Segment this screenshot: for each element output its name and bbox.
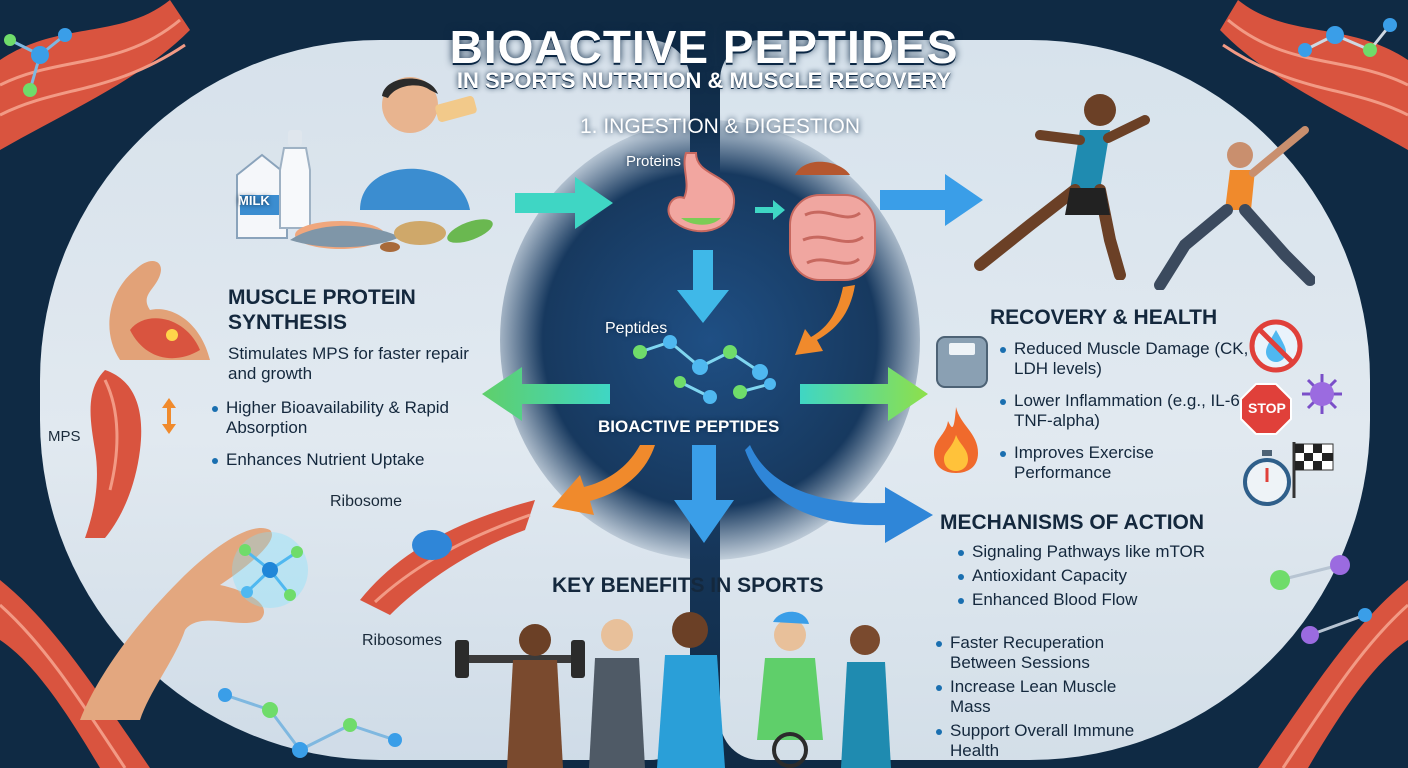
ribosomes-label: Ribosomes [362, 632, 443, 649]
proteins-label: Proteins [626, 153, 682, 170]
arrow-down-icon [674, 445, 734, 543]
benefits-bullet: Increase Lean Muscle Mass [936, 677, 1146, 717]
runner-icon [974, 94, 1150, 280]
page-subtitle: IN SPORTS NUTRITION & MUSCLE RECOVERY [456, 68, 952, 93]
arrow-curved-icon [552, 445, 655, 515]
molecule-glow-icon [232, 532, 308, 608]
flexed-arm-icon [109, 260, 210, 360]
food-plate-icon [290, 219, 493, 252]
milk-label: MILK [238, 193, 270, 208]
page-title: BIOACTIVE PEPTIDES [449, 21, 959, 73]
arrow-right-icon [880, 174, 983, 226]
arrow-curved-icon [795, 285, 855, 355]
recovery-bullet: Improves Exercise Performance [1000, 443, 1250, 483]
mechanisms-bullet: Signaling Pathways like mTOR [958, 542, 1258, 562]
benefits-bullet: Faster Recuperation Between Sessions [936, 633, 1146, 673]
stretching-woman-icon [1154, 126, 1315, 290]
mps-bullet: Higher Bioavailability & Rapid Absorptio… [212, 398, 482, 438]
small-arrow-icon [755, 200, 785, 220]
recovery-bullet: Lower Inflammation (e.g., IL-6, TNF-alph… [1000, 391, 1250, 431]
mechanisms-heading: MECHANISMS OF ACTION [940, 511, 1205, 534]
hand-icon [80, 528, 272, 720]
mps-description: Stimulates MPS for faster repair and gro… [228, 344, 469, 383]
recovery-bullet-list: Reduced Muscle Damage (CK, LDH levels) L… [1000, 339, 1250, 495]
stopwatch-icon [1243, 450, 1291, 506]
mechanisms-bullet: Antioxidant Capacity [958, 566, 1258, 586]
intestine-icon [789, 161, 876, 281]
mps-bullet-list: Higher Bioavailability & Rapid Absorptio… [212, 398, 482, 482]
fire-icon [934, 407, 978, 473]
person-drinking-icon [360, 77, 477, 210]
stop-sign-icon [1240, 383, 1292, 435]
mps-heading-line1: MUSCLE PROTEIN [228, 286, 416, 309]
up-down-arrow-icon [162, 398, 176, 434]
recovery-heading: RECOVERY & HEALTH [990, 306, 1218, 329]
checkered-flag-icon [1292, 442, 1334, 498]
stomach-icon [667, 152, 736, 233]
molecule-icon [1270, 555, 1372, 644]
stop-sign-text: STOP [1248, 400, 1286, 416]
muscle-fiber-icon [0, 0, 190, 150]
recovery-bullet: Reduced Muscle Damage (CK, LDH levels) [1000, 339, 1250, 379]
no-water-drop-icon [1249, 319, 1303, 373]
ribosome-label: Ribosome [330, 493, 403, 510]
muscle-fiber-icon [1258, 580, 1408, 768]
mps-bullet: Enhances Nutrient Uptake [212, 450, 482, 470]
leg-muscle-icon [85, 370, 142, 538]
mps-heading-line2: SYNTHESIS [228, 311, 348, 334]
benefits-heading: KEY BENEFITS IN SPORTS [552, 574, 824, 597]
molecule-icon [4, 28, 72, 97]
mechanisms-bullet-list: Signaling Pathways like mTOR Antioxidant… [958, 542, 1258, 614]
scale-icon [936, 336, 988, 388]
peptides-label: Peptides [605, 320, 668, 337]
arrow-left-icon [482, 367, 610, 421]
muscle-fiber-ribosome-icon [360, 500, 535, 615]
molecule-icon [1298, 18, 1397, 57]
milk-carton-icon [236, 153, 288, 239]
bioactive-peptides-label: BIOACTIVE PEPTIDES [598, 417, 780, 436]
muscle-fiber-icon [0, 580, 150, 768]
mechanisms-bullet: Enhanced Blood Flow [958, 590, 1258, 610]
arrow-right-icon [515, 177, 613, 229]
athletes-group-icon [455, 611, 891, 768]
benefits-bullet-list: Faster Recuperation Between Sessions Inc… [936, 633, 1146, 765]
arrow-right-icon [800, 367, 928, 421]
step-ingestion-title: 1. INGESTION & DIGESTION [579, 115, 861, 138]
muscle-fiber-icon [1220, 0, 1408, 150]
arrow-down-icon [677, 250, 729, 323]
mps-label: MPS [48, 428, 81, 445]
benefits-bullet: Support Overall Immune Health [936, 721, 1146, 761]
virus-icon [1302, 374, 1342, 414]
molecule-icon [218, 688, 402, 758]
peptide-cluster-icon [633, 335, 776, 404]
milk-bottle-icon [279, 130, 311, 229]
arrow-curved-icon [745, 445, 933, 543]
